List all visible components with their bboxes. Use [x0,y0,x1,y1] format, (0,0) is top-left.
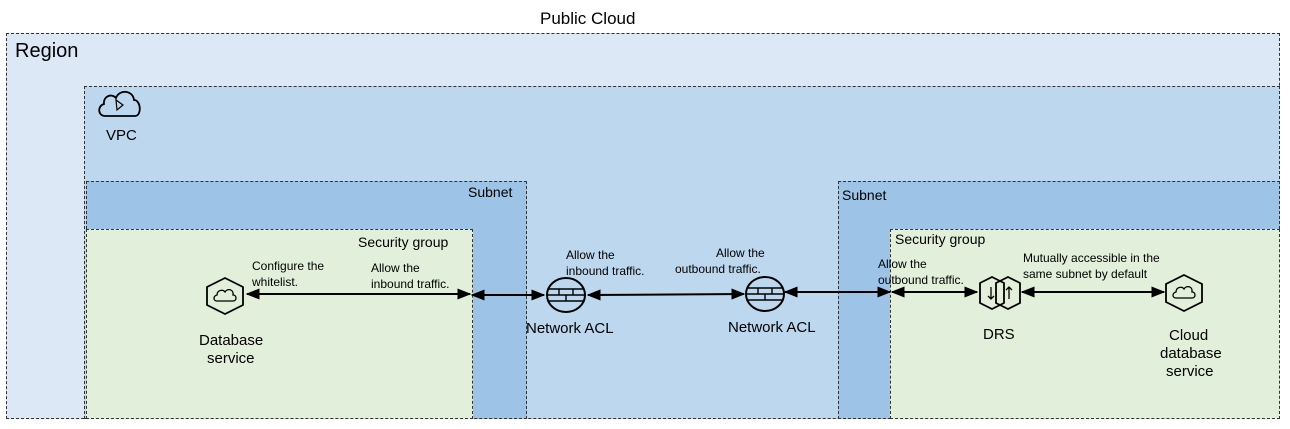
sg-inbound-annotation-line2: inbound traffic. [371,277,450,291]
network-acl-inbound-icon [545,276,587,314]
subnet-right-label: Subnet [842,187,887,203]
database-service-label-line1: Database [199,332,264,349]
subnet-left-label: Subnet [468,184,513,200]
cloud-db-label-line2: database [1160,345,1222,362]
cloud-database-service-icon [1164,273,1204,313]
cloud-db-label-line3: service [1166,363,1214,380]
database-service-icon [205,276,245,316]
acl-outbound-annotation-line1: Allow the [716,246,765,260]
acl-outbound-annotation-line2: outbound traffic. [675,262,761,276]
network-acl-outbound-icon [744,275,786,313]
cloud-vpc-icon [96,86,144,120]
same-subnet-annotation-line1: Mutually accessible in the [1023,251,1160,265]
sg-outbound-annotation-line1: Allow the [878,257,927,271]
security-group-right-label: Security group [895,231,986,247]
diagram-title: Public Cloud [540,9,636,28]
security-group-left-box [86,229,473,419]
security-group-right-box [890,229,1280,419]
region-label: Region [15,40,79,62]
acl-to-acl-connector [586,288,746,301]
network-acl-outbound-label: Network ACL [728,319,816,336]
cloud-db-label-line1: Cloud [1169,327,1209,344]
same-subnet-annotation-line2: same subnet by default [1023,267,1148,281]
network-acl-inbound-label: Network ACL [526,320,614,337]
security-group-left-label: Security group [358,234,449,250]
sg-inbound-annotation-line1: Allow the [371,261,420,275]
whitelist-annotation-line1: Configure the [252,259,325,273]
drs-icon [978,275,1022,311]
whitelist-annotation-line2: whitelist. [252,275,299,289]
acl-inbound-annotation-line2: inbound traffic. [566,264,645,278]
vpc-label: VPC [106,127,137,144]
database-service-label-line2: service [207,350,255,367]
sg-outbound-annotation-line2: outbound traffic. [878,273,964,287]
drs-label: DRS [983,326,1015,343]
acl-inbound-annotation-line1: Allow the [566,248,615,262]
